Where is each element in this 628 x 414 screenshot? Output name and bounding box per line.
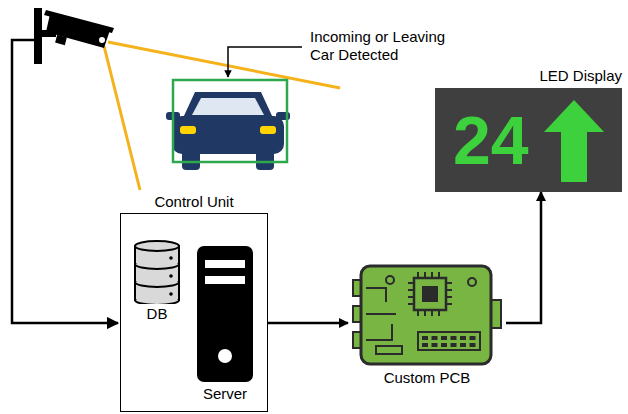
led-display: LED Display24 — [435, 88, 622, 192]
server-icon-graphic — [193, 244, 257, 384]
control-unit-box: Control UnitDBServer — [120, 213, 268, 412]
node-label: Custom PCB — [348, 369, 506, 387]
custom-pcb: Custom PCB — [348, 262, 506, 387]
node-label: Server — [189, 385, 261, 403]
connector-arrow — [506, 192, 541, 323]
car-illustration — [166, 80, 290, 170]
leader-line — [228, 47, 302, 77]
database-icon: DB — [127, 238, 187, 323]
node-label: DB — [127, 305, 187, 323]
camera-icon — [34, 8, 114, 64]
database-icon-graphic — [131, 238, 183, 304]
connector-arrow — [268, 322, 348, 325]
server-icon: Server — [189, 244, 261, 403]
callout-label: Incoming or Leaving Car Detected — [310, 28, 460, 64]
node-label: LED Display — [539, 67, 622, 85]
field-of-view-line — [104, 46, 140, 190]
custom-pcb-graphic — [352, 262, 502, 368]
display-number: 24 — [453, 106, 529, 174]
node-label: Control Unit — [154, 193, 233, 211]
camera-wire — [12, 40, 118, 323]
